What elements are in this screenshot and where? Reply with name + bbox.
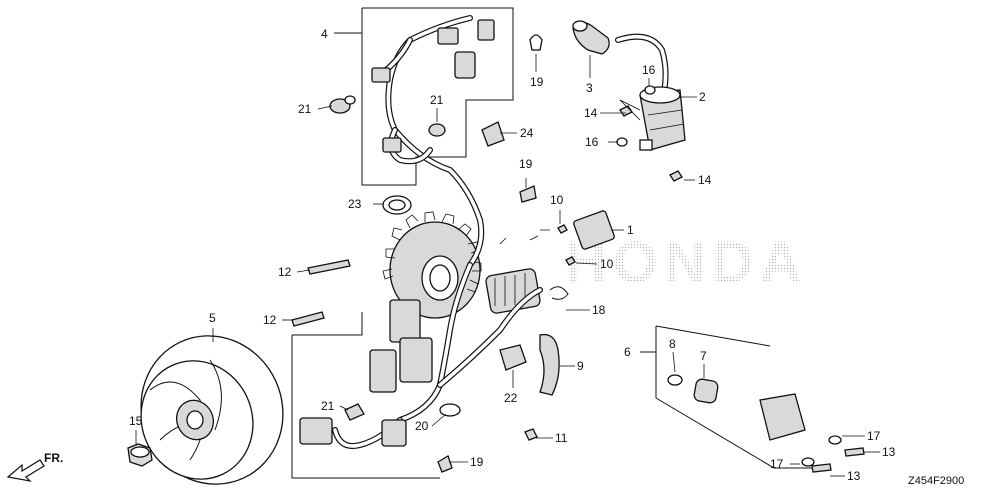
small-hardware (291, 34, 683, 473)
callout-13-upper: 13 (882, 445, 896, 459)
lower-harness-bracket (291, 312, 440, 479)
callout-10-top: 10 (550, 193, 564, 207)
callout-18: 18 (592, 303, 606, 317)
callout-19-mid: 19 (519, 157, 533, 171)
callout-21-lower: 21 (321, 399, 335, 413)
harness-group-bracket (334, 7, 514, 186)
leader-lines (135, 54, 880, 477)
fuel-cut-group-bracket (640, 325, 820, 469)
callout-4: 4 (321, 27, 328, 41)
callout-15: 15 (129, 414, 143, 428)
callout-11: 11 (555, 431, 568, 445)
callout-24: 24 (520, 126, 534, 140)
callout-10-bottom: 10 (600, 257, 614, 271)
callout-19-bottom: 19 (470, 455, 484, 469)
callout-16-mid: 16 (585, 135, 599, 149)
direction-label: FR. (44, 451, 63, 465)
callout-13-lower: 13 (847, 469, 861, 483)
callout-labels: 4 19 3 16 2 21 21 24 14 16 19 14 23 10 1… (129, 27, 896, 483)
callout-9: 9 (577, 359, 584, 373)
callout-7: 7 (700, 349, 707, 363)
callout-22: 22 (504, 391, 518, 405)
callout-2: 2 (699, 90, 706, 104)
callout-19-top: 19 (530, 75, 544, 89)
callout-21-top-mid: 21 (430, 93, 444, 107)
diagram-reference-code: Z454F2900 (908, 475, 964, 487)
wire-harness (299, 15, 550, 449)
spark-plug-cap (572, 20, 610, 55)
flywheel (140, 335, 284, 485)
fuel-cut-solenoid (667, 374, 865, 473)
front-direction-indicator: FR. (6, 451, 63, 482)
callout-12-lower: 12 (263, 313, 277, 327)
callout-8: 8 (669, 337, 676, 351)
callout-14-mid: 14 (698, 173, 712, 187)
callout-6: 6 (624, 345, 631, 359)
callout-23: 23 (348, 197, 362, 211)
callout-17-upper: 17 (867, 429, 881, 443)
callout-16-top: 16 (642, 63, 656, 77)
callout-1: 1 (627, 223, 634, 237)
callout-3: 3 (586, 81, 593, 95)
ignition-coil (615, 33, 686, 151)
callout-21-top-left: 21 (298, 102, 312, 116)
callout-20: 20 (415, 419, 429, 433)
callout-12-upper: 12 (278, 265, 292, 279)
callout-17-lower: 17 (770, 457, 784, 471)
callout-14-top: 14 (584, 106, 598, 120)
callout-5: 5 (209, 311, 216, 325)
flywheel-nut (127, 443, 153, 467)
